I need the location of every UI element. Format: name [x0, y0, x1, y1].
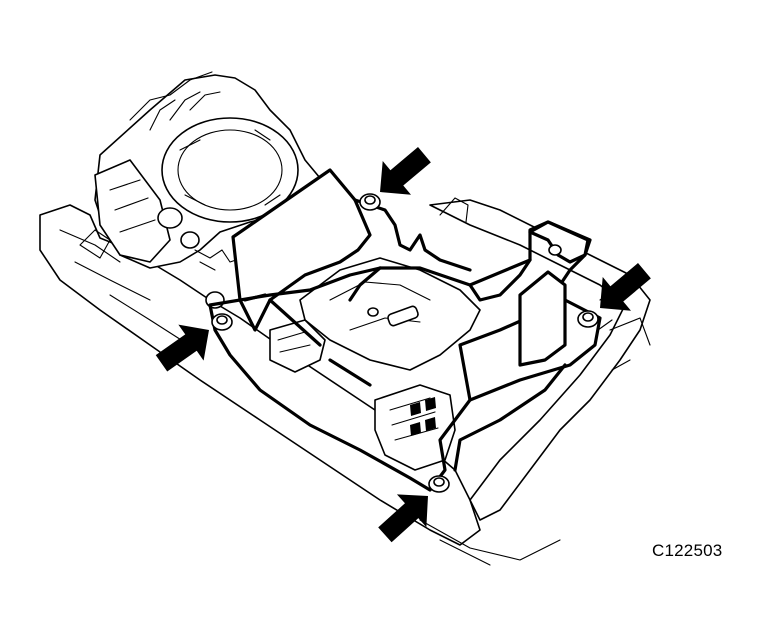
- screw-icon: [211, 313, 233, 331]
- arrow-icon: [155, 324, 209, 372]
- screw-icon: [577, 310, 599, 328]
- bracket-outline: [208, 168, 602, 492]
- inner-tray: [269, 257, 481, 373]
- screw-icon: [428, 475, 450, 493]
- arrow-icon: [378, 494, 428, 543]
- connector-block: [374, 384, 456, 471]
- gear-mechanism: [79, 71, 331, 309]
- figure-code: C122503: [652, 541, 723, 560]
- screw-icon: [359, 193, 381, 211]
- arrow-icon: [600, 263, 651, 311]
- arrow-icon: [380, 147, 431, 195]
